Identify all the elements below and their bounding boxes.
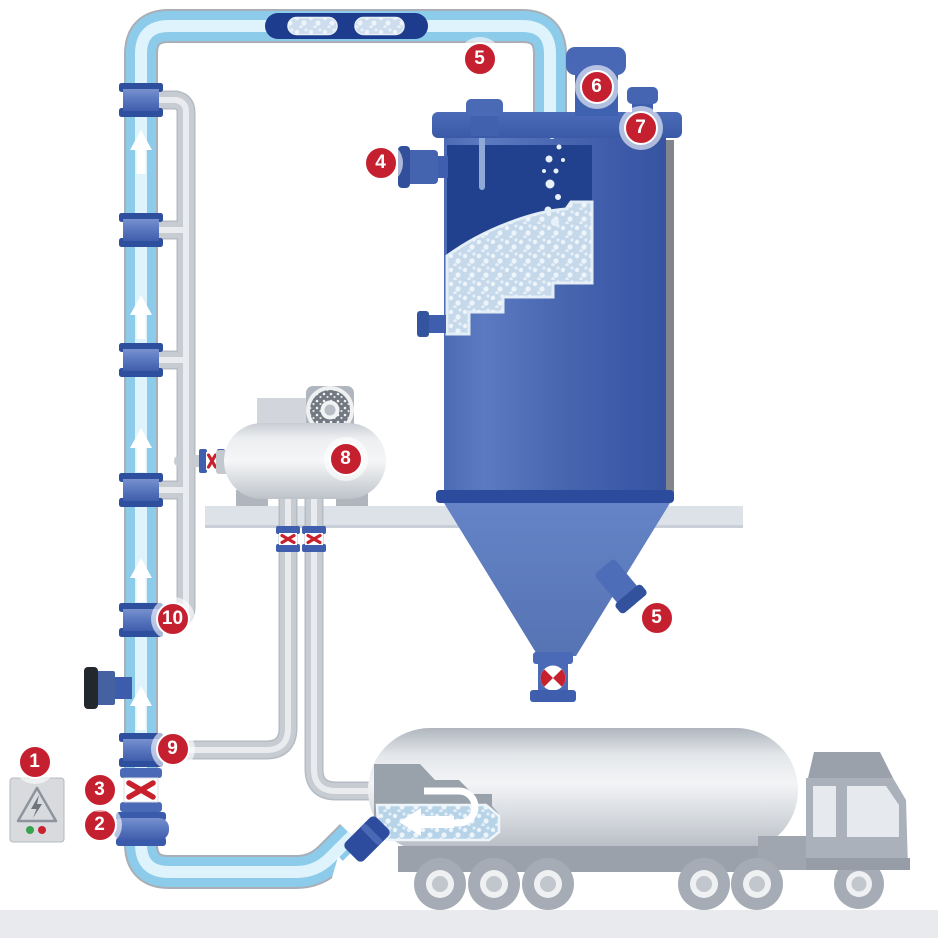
marker-8-blower[interactable]: 8 [328, 441, 363, 476]
level-indicator-top [466, 99, 503, 136]
riser-side-port [84, 667, 132, 709]
hose-coupling [113, 812, 169, 846]
motor-fan-grille-icon [306, 386, 354, 434]
control-panel [9, 777, 65, 843]
material-slug [287, 16, 338, 36]
marker-1-control-panel[interactable]: 1 [17, 744, 52, 779]
silo-material [445, 200, 594, 336]
marker-label: 10 [161, 608, 184, 629]
status-green-light [26, 826, 34, 834]
marker-5-level-cone[interactable]: 5 [639, 600, 674, 635]
tanker-truck [368, 728, 910, 910]
marker-6-filter[interactable]: 6 [579, 69, 614, 104]
tank-cutaway [374, 764, 501, 842]
truck-discharge-coupling [344, 816, 390, 862]
electrical-hazard-icon [16, 786, 58, 823]
silo [398, 47, 682, 702]
marker-label: 4 [375, 152, 386, 173]
marker-label: 5 [474, 48, 485, 69]
level-indicator-cone [595, 559, 647, 614]
discharge-valve [274, 524, 302, 554]
inlet-nozzle [398, 146, 448, 188]
air-flow-u-turn-arrow-icon [424, 787, 479, 827]
falling-material [542, 133, 565, 226]
material-flow-left-arrow-icon [399, 808, 454, 836]
truck-cab [806, 752, 910, 870]
marker-label: 1 [29, 751, 40, 772]
marker-9-coupling[interactable]: 9 [155, 731, 190, 766]
wheels [414, 858, 884, 910]
marker-label: 2 [94, 814, 105, 835]
marker-10-coupling[interactable]: 10 [155, 601, 190, 636]
silo-cone [444, 503, 670, 656]
status-red-light [38, 826, 46, 834]
discharge-valve [300, 524, 328, 554]
silo-outlet-valve [530, 652, 576, 702]
valve-x-icon [126, 780, 156, 800]
blower-unit [216, 386, 386, 506]
marker-5-level-top[interactable]: 5 [462, 41, 497, 76]
marker-3-shutoff-valve[interactable]: 3 [82, 772, 117, 807]
marker-label: 8 [340, 448, 351, 469]
ground [0, 910, 938, 938]
marker-label: 9 [167, 738, 178, 759]
marker-2-hose-coupling[interactable]: 2 [82, 807, 117, 842]
marker-label: 6 [591, 76, 602, 97]
level-probe [479, 136, 485, 190]
side-level-port [417, 311, 446, 337]
marker-label: 3 [94, 779, 105, 800]
marker-7-relief-valve[interactable]: 7 [623, 110, 658, 145]
marker-label: 5 [651, 607, 662, 628]
material-slug [354, 16, 405, 36]
pipe-sight-glass [265, 13, 428, 39]
marker-label: 7 [635, 117, 646, 138]
marker-4-inlet-nozzle[interactable]: 4 [363, 145, 398, 180]
riser-shutoff-valve [120, 768, 162, 812]
